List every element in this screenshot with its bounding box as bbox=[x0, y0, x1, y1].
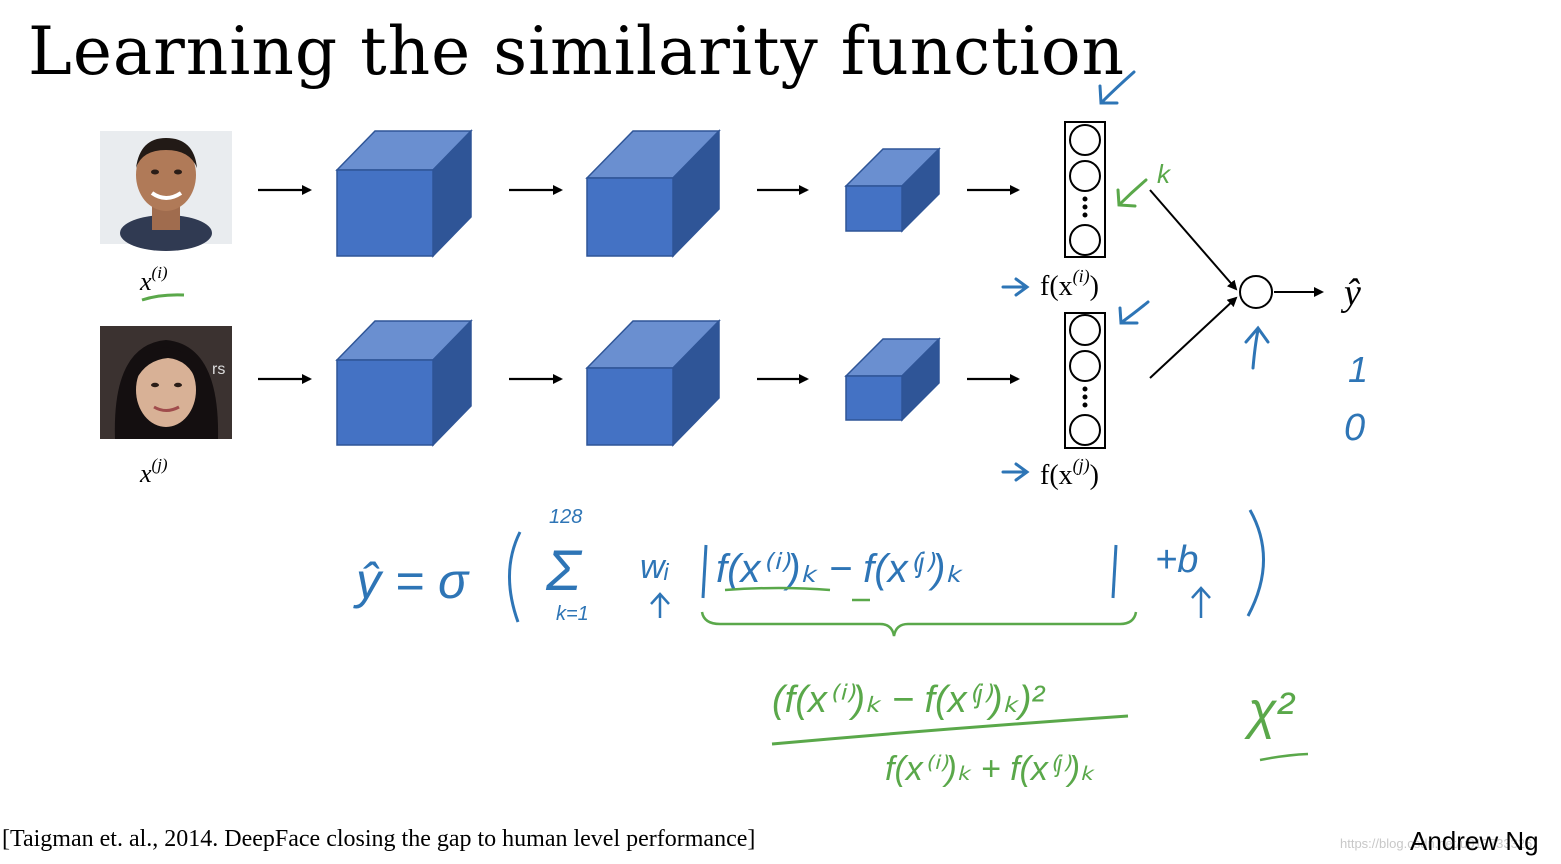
fraction-bar bbox=[771, 714, 1129, 746]
formula-open-paren bbox=[508, 531, 522, 623]
watermark: https://blog.csdn.net/u013733326 bbox=[1340, 836, 1533, 851]
input-label-i: x(i) bbox=[139, 263, 168, 296]
formula-lhs: ŷ = σ bbox=[353, 553, 470, 609]
svg-text:rs: rs bbox=[212, 361, 225, 378]
weight-term: wᵢ bbox=[640, 548, 670, 586]
abs-difference-term: f(x⁽ⁱ⁾)ₖ − f(x⁽ʲ⁾)ₖ bbox=[716, 547, 963, 591]
conv-block-bottom-2 bbox=[585, 319, 721, 447]
logistic-unit bbox=[1239, 275, 1273, 309]
citation: [Taigman et. al., 2014. DeepFace closing… bbox=[2, 826, 756, 852]
encoding-vector-bottom bbox=[1064, 312, 1106, 449]
conv-block-bottom-3 bbox=[844, 337, 941, 422]
conv-block-top-3 bbox=[844, 147, 941, 233]
slide-title: Learning the similarity function bbox=[28, 13, 1126, 90]
annotation-label-one: 1 bbox=[1348, 349, 1368, 390]
underbrace bbox=[700, 611, 1138, 637]
encoding-label-j: f(x(j)) bbox=[1040, 455, 1099, 491]
conv-block-bottom-1 bbox=[335, 319, 473, 447]
face-photo-top bbox=[100, 131, 232, 251]
encoding-vector-top bbox=[1064, 121, 1106, 258]
sum-upper-limit: 128 bbox=[549, 506, 582, 528]
merge-arrows bbox=[1149, 189, 1324, 379]
author-credit: Andrew Ng bbox=[1410, 826, 1539, 856]
face-photo-bottom: rs bbox=[100, 326, 232, 439]
bias-term: +b bbox=[1155, 539, 1198, 581]
formula-close-paren bbox=[1246, 509, 1265, 617]
green-annotation-arrow-k bbox=[1116, 178, 1148, 208]
sum-symbol: Σ bbox=[545, 538, 583, 603]
sum-lower-limit: k=1 bbox=[556, 603, 589, 625]
chi-squared-alternative: (f(x⁽ⁱ⁾)ₖ − f(x⁽ʲ⁾)ₖ)² f(x⁽ⁱ⁾)ₖ + f(x⁽ʲ⁾… bbox=[700, 611, 1309, 788]
underline-x-i bbox=[141, 293, 185, 302]
similarity-formula: ŷ = σ 128 Σ k=1 wᵢ f(x⁽ⁱ⁾)ₖ − f(x⁽ʲ⁾)ₖ +… bbox=[353, 506, 1265, 625]
chi-numerator: (f(x⁽ⁱ⁾)ₖ − f(x⁽ʲ⁾)ₖ)² bbox=[772, 679, 1045, 721]
chi-squared-label: χ² bbox=[1244, 682, 1295, 740]
chi-denominator: f(x⁽ⁱ⁾)ₖ + f(x⁽ʲ⁾)ₖ bbox=[885, 750, 1095, 788]
annotation-k: k bbox=[1157, 159, 1172, 189]
conv-block-top-1 bbox=[335, 129, 473, 258]
conv-block-top-2 bbox=[585, 129, 721, 258]
blue-annotation-arrows bbox=[1001, 70, 1270, 482]
encoding-label-i: f(x(i)) bbox=[1040, 266, 1099, 302]
output-label: ŷ bbox=[1340, 272, 1361, 314]
annotation-label-zero: 0 bbox=[1344, 407, 1365, 449]
input-label-j: x(j) bbox=[139, 455, 168, 488]
